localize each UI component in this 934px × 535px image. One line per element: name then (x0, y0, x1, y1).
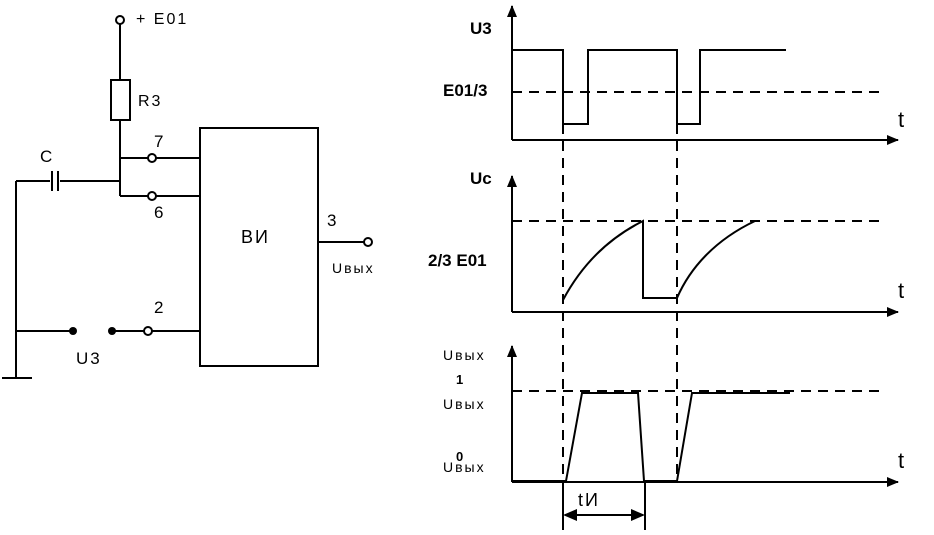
timing-graphs: U3 E01/3 t Uc 2/3 E01 t Uвых 1 Uвых 0 Uв… (428, 5, 904, 530)
middle-level-label: 2/3 E01 (428, 251, 487, 270)
pin6-label: 6 (154, 203, 163, 222)
supply-label: + E01 (136, 11, 188, 28)
pin7-terminal (147, 153, 157, 163)
output-label: Uвых (332, 260, 375, 276)
resistor-r3 (110, 79, 131, 121)
capacitor-label: C (40, 147, 52, 166)
pin6-terminal (147, 191, 157, 201)
pin3-label: 3 (327, 211, 336, 230)
bottom-low-superscript: 0 (456, 449, 463, 464)
top-y-label: U3 (470, 19, 492, 38)
bottom-high-superscript: 1 (456, 372, 463, 387)
bottom-low-label: Uвых (443, 459, 486, 475)
pulse-arrow-left (563, 509, 577, 521)
circuit-schematic: + E01 R3 7 6 C 2 U3 (2, 11, 375, 379)
top-x-label: t (898, 107, 904, 132)
vi-block (199, 127, 319, 367)
top-input-waveform (512, 49, 786, 125)
resistor-label: R3 (138, 93, 162, 110)
pin7-label: 7 (154, 132, 163, 151)
pulse-arrow-right (631, 509, 645, 521)
top-level-label: E01/3 (443, 81, 487, 100)
middle-y-label: Uc (470, 169, 492, 188)
vi-block-label: ВИ (241, 227, 270, 247)
middle-x-label: t (898, 278, 904, 303)
middle-capacitor-waveform (562, 219, 756, 301)
supply-terminal (115, 15, 125, 25)
output-terminal (363, 237, 373, 247)
input-dot-left (69, 327, 77, 335)
bottom-x-label: t (898, 448, 904, 473)
pulse-width-label: tИ (578, 490, 600, 510)
bottom-output-waveform (512, 392, 790, 482)
pin2-terminal (143, 326, 153, 336)
bottom-y-label: Uвых (443, 347, 486, 363)
bottom-high-label: Uвых (443, 396, 486, 412)
input-label: U3 (76, 349, 102, 368)
pin2-label: 2 (154, 298, 163, 317)
